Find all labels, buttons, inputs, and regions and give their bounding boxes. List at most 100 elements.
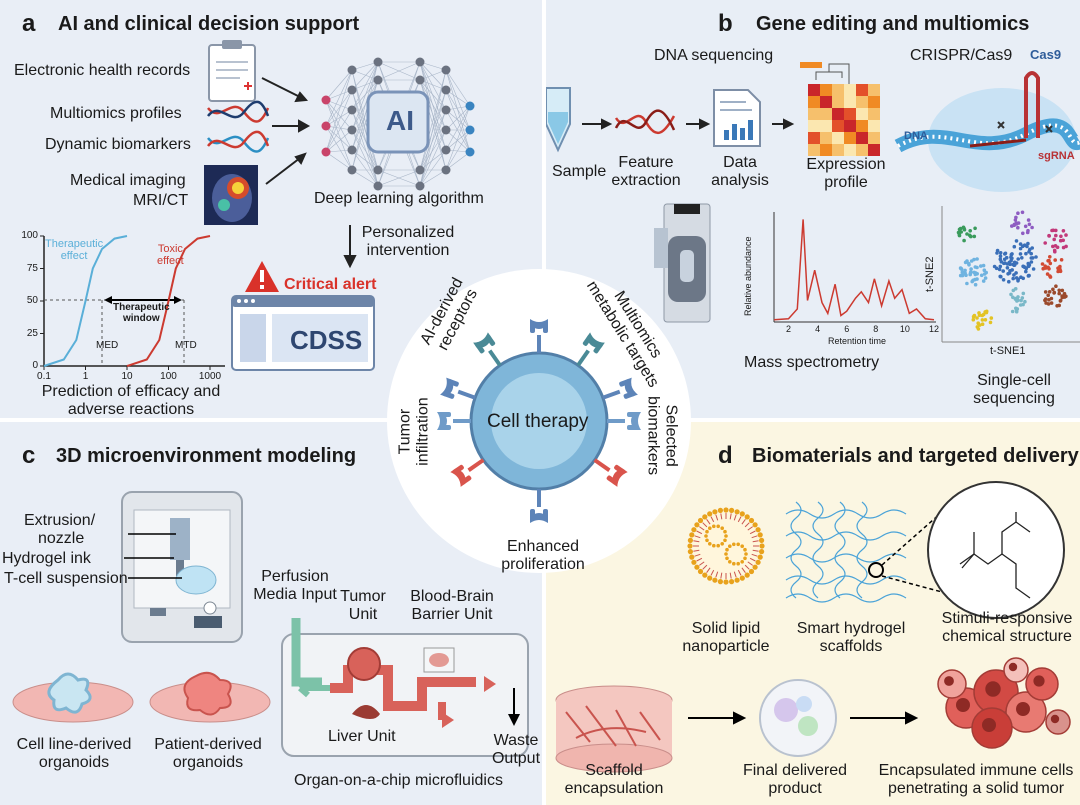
imaging-label: Medical imaging (70, 172, 186, 189)
heatmap-cell (820, 84, 832, 96)
heatmap-cell (868, 108, 880, 120)
tsne-point (980, 322, 985, 327)
tsne-point (1010, 268, 1014, 272)
tsne-x-label: t-SNE1 (990, 345, 1026, 357)
heatmap-cell (868, 96, 880, 108)
lipid-nanoparticle-icon (687, 507, 765, 585)
dna-sequencing-label: DNA sequencing (654, 47, 774, 64)
heatmap-cell (832, 120, 844, 132)
expression-profile-label: Expression profile (806, 156, 886, 191)
sgrna-label: sgRNA (1038, 150, 1075, 162)
sample-label: Sample (552, 163, 607, 180)
tsne-point (969, 267, 973, 271)
dna-label: DNA (904, 130, 928, 142)
tsne-point (975, 316, 979, 320)
y-tick-label: 0 (32, 360, 38, 371)
heatmap-cell (820, 108, 832, 120)
network-node (373, 57, 383, 67)
tsne-point (1018, 252, 1023, 256)
tsne-point (981, 263, 986, 268)
series-line (43, 235, 128, 367)
tsne-point (1016, 211, 1020, 215)
network-node (347, 165, 357, 175)
x-tick-label: 10 (121, 371, 133, 382)
tsne-point (1060, 288, 1065, 293)
tsne-point (1064, 233, 1068, 237)
delivered-product-icon (759, 679, 837, 757)
crispr-cas9-icon (894, 71, 1080, 192)
tsne-point (1021, 244, 1025, 248)
network-node (441, 145, 451, 155)
chromatogram-chart (773, 212, 936, 323)
tsne-point (1013, 296, 1018, 301)
tsne-point (1014, 215, 1018, 220)
bioprinter-icon (121, 491, 243, 643)
tsne-point (1045, 272, 1050, 276)
tsne-point (1059, 258, 1064, 262)
ms-tick-label: 12 (928, 324, 939, 334)
tsne-point (1021, 231, 1025, 236)
tsne-point (1010, 252, 1014, 256)
cell-line-organoid-icon (12, 672, 134, 723)
med-label: MED (96, 340, 119, 351)
ai-label: AI (386, 105, 414, 136)
network-node (373, 165, 383, 175)
tsne-point (1023, 224, 1028, 229)
tsne-point (1064, 294, 1068, 299)
biomarkers-label: Dynamic biomarkers (45, 136, 191, 153)
tsne-point (1014, 261, 1019, 265)
tsne-point (1011, 276, 1015, 281)
tsne-point (1043, 241, 1047, 245)
multiomics-label: Multiomics profiles (50, 105, 182, 122)
mass-spec-label: Mass spectrometry (744, 354, 880, 371)
tsne-point (1046, 293, 1050, 298)
tsne-point (1014, 239, 1019, 243)
heatmap-cell (808, 108, 820, 120)
heatmap-cell (856, 96, 868, 108)
tsne-point (981, 279, 986, 283)
tsne-point (968, 229, 972, 233)
data-analysis-label: Data analysis (711, 154, 769, 189)
tsne-point (1034, 255, 1038, 259)
ms-ylabel: Relative abundance (743, 236, 753, 316)
hydrogel-mesh-icon (785, 501, 907, 603)
tsne-point (979, 264, 983, 268)
tsne-point (1059, 234, 1063, 239)
tsne-point (1029, 260, 1034, 264)
cell-therapy-label: Cell therapy (487, 411, 589, 432)
network-node (347, 145, 357, 155)
tsne-point (1047, 290, 1052, 294)
organ-chip-caption: Organ-on-a-chip microfluidics (294, 772, 503, 789)
tsne-point (1051, 228, 1056, 233)
tsne-point (975, 272, 979, 276)
tsne-point (1002, 261, 1006, 266)
tsne-point (1027, 222, 1032, 227)
tsne-point (1007, 271, 1012, 275)
heatmap-cell (808, 84, 820, 96)
tsne-point (1005, 266, 1010, 270)
heatmap-cell (856, 144, 868, 156)
tsne-point (958, 273, 963, 278)
dose-response-chart (40, 235, 225, 370)
tsne-point (982, 272, 987, 276)
cdss-label: CDSS (290, 325, 363, 355)
x-tick-label: 1 (82, 371, 89, 382)
tsne-point (988, 320, 993, 325)
tsne-point (1058, 238, 1063, 243)
panel-c-title: 3D microenvironment modeling (56, 445, 357, 467)
mri-ct-label: MRI/CT (133, 192, 189, 209)
tsne-point (1030, 246, 1034, 250)
heatmap-cell (832, 96, 844, 108)
tsne-point (1018, 246, 1023, 251)
tsne-point (1061, 229, 1066, 233)
heatmap-cell (820, 132, 832, 144)
network-node (465, 125, 475, 135)
tumor-cell (1003, 657, 1029, 683)
tsne-point (1021, 276, 1025, 281)
tsne-point (1026, 264, 1031, 268)
tsne-point (980, 313, 985, 318)
tsne-point (1016, 257, 1020, 261)
